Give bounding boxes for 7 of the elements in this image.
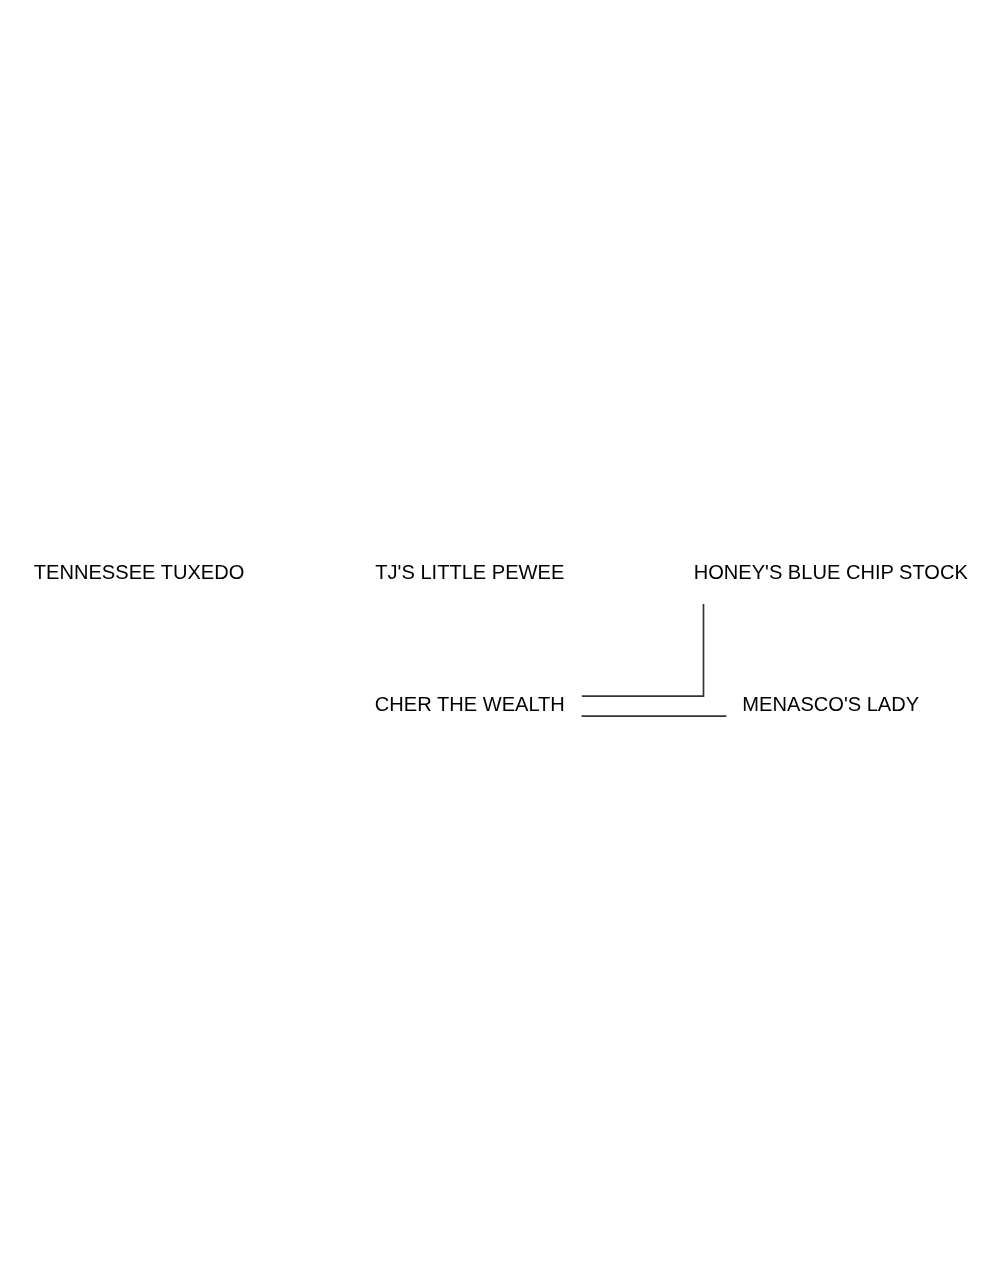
node-text: TJ'S LITTLE PEWEE <box>375 561 565 584</box>
node-text: TENNESSEE TUXEDO <box>33 561 245 584</box>
node-text: CHER THE WEALTH <box>374 693 565 716</box>
node-text: MENASCO'S LADY <box>742 693 920 716</box>
connector <box>580 715 728 718</box>
connector <box>581 603 705 697</box>
node-text: HONEY'S BLUE CHIP STOCK <box>693 561 968 584</box>
